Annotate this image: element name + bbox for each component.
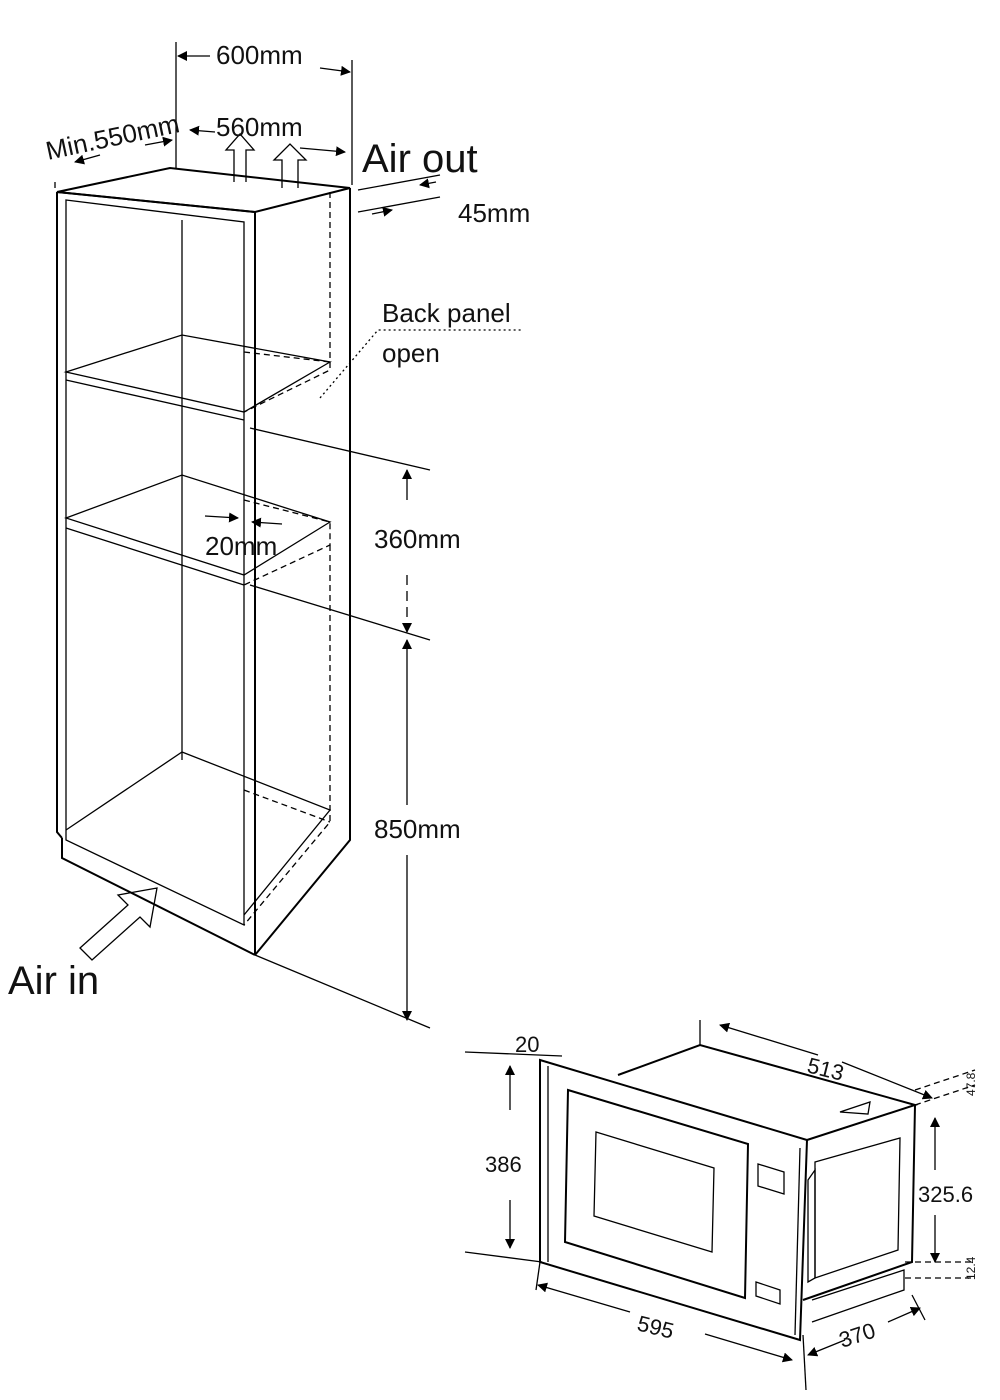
door-button <box>755 1281 781 1305</box>
cabinet-side <box>254 188 351 956</box>
air-in-label: Air in <box>8 959 99 1003</box>
cabinet-plinth <box>61 838 256 956</box>
cabinet-drawing <box>56 166 522 956</box>
oven-bottom-offset-label: 12.4 <box>964 1256 978 1280</box>
oven-body-side <box>802 1104 916 1301</box>
cabinet-inner-width-label: 560mm <box>216 112 303 142</box>
oven-depth-label: 513 <box>805 1053 847 1086</box>
cabinet-width-label: 600mm <box>216 40 303 70</box>
oven-front-height-label: 386 <box>485 1152 522 1177</box>
cabinet-inner-frame <box>65 199 245 927</box>
back-panel-label: Back panel <box>382 298 511 328</box>
cabinet-top <box>56 166 351 214</box>
upper-shelf <box>63 334 332 413</box>
cabinet-front-right-edge <box>56 191 256 955</box>
niche-height-label: 360mm <box>374 524 461 554</box>
oven-door <box>563 1088 750 1300</box>
air-out-arrow-2 <box>272 143 308 188</box>
back-panel-leader <box>319 329 522 399</box>
gap-45mm-label: 45mm <box>458 198 530 228</box>
oven-body-width-label: 370 <box>836 1318 879 1353</box>
back-dash-1 <box>243 192 331 413</box>
air-out-arrow-1 <box>224 133 256 182</box>
back-dash-5 <box>243 789 331 823</box>
oven-front-panel <box>539 1058 809 1342</box>
upper-shelf-edge <box>65 379 245 421</box>
oven-top-offset-label: 47.8 <box>964 1072 978 1096</box>
oven-top-vent <box>839 1101 871 1115</box>
middle-shelf-edge <box>65 527 245 586</box>
back-panel-open-label: open <box>382 338 440 368</box>
air-in-arrow <box>79 887 158 961</box>
oven-top <box>617 1043 919 1141</box>
oven-body-height-label: 325.6 <box>918 1182 973 1207</box>
oven-side-panel <box>814 1137 901 1279</box>
oven-drawing <box>464 1020 976 1391</box>
oven-frame-label: 20 <box>515 1032 539 1057</box>
air-out-label: Air out <box>362 137 478 181</box>
middle-shelf <box>64 474 332 576</box>
cabinet-floor <box>65 751 332 916</box>
back-dash-4 <box>243 545 331 926</box>
back-dash-2 <box>243 351 331 363</box>
cabinet-depth-label: Min.550mm <box>43 108 182 166</box>
back-dash-3 <box>243 499 331 586</box>
oven-window <box>593 1131 715 1253</box>
shelf-gap-label: 20mm <box>205 531 277 561</box>
cabinet-left-edge <box>56 192 63 839</box>
control-display <box>757 1163 785 1195</box>
oven-front-width-label: 595 <box>635 1311 677 1344</box>
base-height-label: 850mm <box>374 814 461 844</box>
cabinet-top-dimensions <box>54 42 441 217</box>
cabinet-height-dimensions <box>204 427 431 1029</box>
